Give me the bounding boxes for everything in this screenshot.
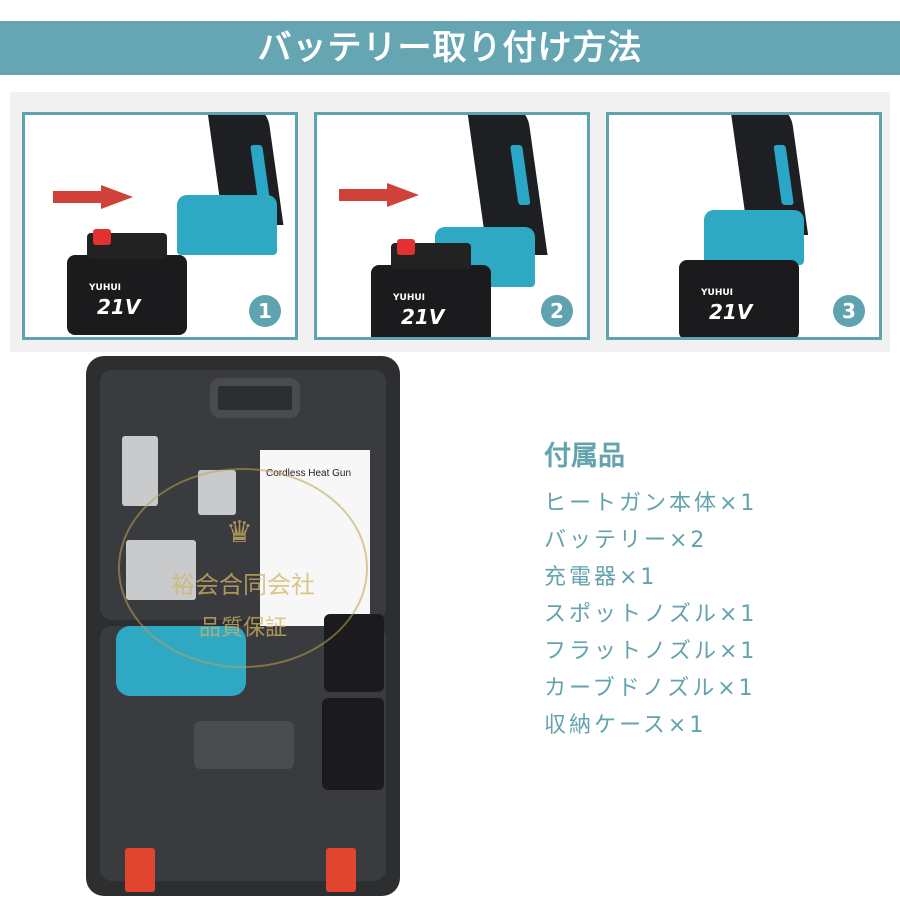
list-item: フラットノズル×1 xyxy=(544,639,758,664)
case-handle xyxy=(210,378,300,418)
list-item: ヒートガン本体×1 xyxy=(544,491,758,516)
page-title: バッテリー取り付け方法 xyxy=(0,21,900,75)
charger xyxy=(194,721,294,769)
list-item: バッテリー×2 xyxy=(544,528,708,553)
step-number-badge: 1 xyxy=(249,295,281,327)
list-item: カーブドノズル×1 xyxy=(544,676,756,701)
crown-icon: ♛ xyxy=(226,515,253,550)
watermark-seal: ♛ 裕会合同会社 品質保証 xyxy=(118,468,368,668)
list-item: 収納ケース×1 xyxy=(544,713,707,738)
case-latch xyxy=(326,848,356,892)
battery xyxy=(322,698,384,790)
accessories-title: 付属品 xyxy=(544,441,625,472)
step-number-badge: 2 xyxy=(541,295,573,327)
list-item: 充電器×1 xyxy=(544,565,658,590)
curved-nozzle xyxy=(122,436,158,506)
arrow-right-icon xyxy=(339,183,419,207)
battery-mount xyxy=(704,210,804,265)
case-latch xyxy=(125,848,155,892)
list-item: スポットノズル×1 xyxy=(544,602,758,627)
battery-mount xyxy=(177,195,277,255)
arrow-right-icon xyxy=(53,185,133,209)
step-number-badge: 3 xyxy=(833,295,865,327)
accessories-list: 付属品 ヒートガン本体×1 バッテリー×2 充電器×1 スポットノズル×1 フラ… xyxy=(544,434,757,744)
